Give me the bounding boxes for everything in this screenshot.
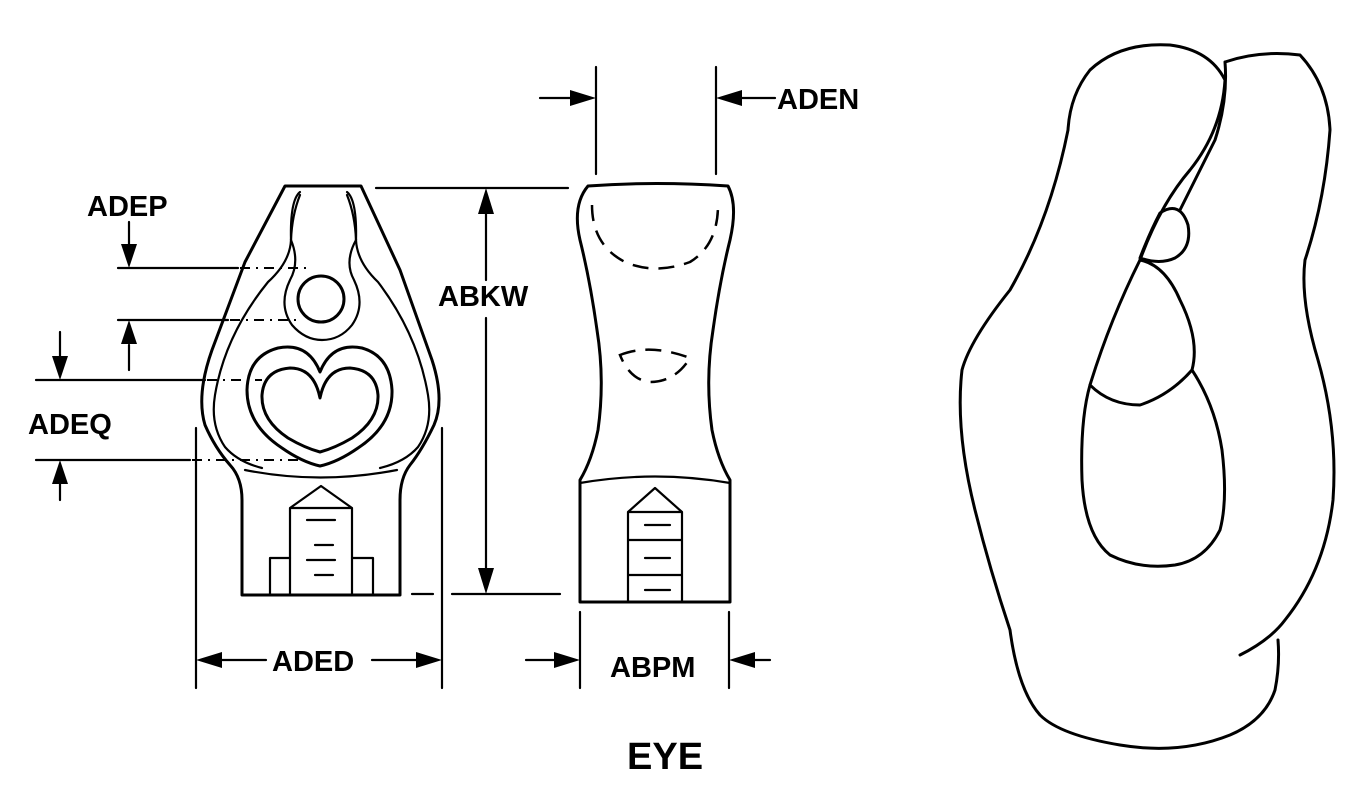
side-view-hidden-eye [590, 204, 720, 270]
abpm-arrowhead-right [729, 652, 755, 668]
label-adep: ADEP [87, 191, 168, 223]
dimension-lines [34, 65, 777, 690]
aded-arrowhead-left [196, 652, 222, 668]
adeq-arrowhead-down [52, 356, 68, 380]
aden-arrowhead-right [716, 90, 742, 106]
side-view-waist-line [578, 475, 732, 485]
front-view-top-lobes [289, 190, 358, 242]
adep-arrowhead-up [121, 320, 137, 344]
side-view [575, 182, 735, 604]
side-view-hidden-cavity [618, 348, 692, 384]
label-adeq: ADEQ [28, 409, 112, 441]
iso-lower-hole [1080, 368, 1227, 568]
front-view-barrel-marks [305, 518, 337, 577]
front-view-inner-right-wall [345, 193, 431, 470]
aded-arrowhead-right [416, 652, 442, 668]
abpm-arrowhead-left [554, 652, 580, 668]
side-view-barrel [626, 486, 684, 604]
front-view [200, 184, 441, 597]
label-abkw: ABKW [438, 281, 529, 313]
front-view-heart-outer [245, 345, 394, 468]
front-view-heart-inner [260, 366, 380, 454]
iso-outer-body [1178, 52, 1336, 657]
diagram-title: EYE [627, 736, 703, 778]
front-view-barrel-slot [268, 556, 375, 597]
front-view-eye-surround [283, 238, 361, 342]
label-aden: ADEN [777, 84, 859, 116]
iso-loop-outline [958, 43, 1281, 750]
label-aded: ADED [272, 646, 354, 678]
front-view-barrel [288, 484, 354, 597]
adep-arrowhead-down [121, 244, 137, 268]
iso-upper-hole [1088, 258, 1196, 407]
front-view-waist-line [243, 468, 399, 479]
front-view-inner-left-wall [212, 193, 302, 470]
front-view-eye-hole [296, 274, 346, 324]
abkw-arrowhead-top [478, 188, 494, 214]
abkw-arrowhead-bottom [478, 568, 494, 594]
front-view-outline [200, 184, 441, 597]
side-view-barrel-marks [643, 523, 672, 592]
iso-knob [1138, 207, 1191, 263]
side-view-outline [575, 182, 735, 604]
aden-arrowhead-left [570, 90, 596, 106]
label-abpm: ABPM [610, 652, 695, 684]
adeq-arrowhead-up [52, 460, 68, 484]
iso-inner-top [1138, 78, 1227, 262]
isometric-view [958, 43, 1336, 750]
